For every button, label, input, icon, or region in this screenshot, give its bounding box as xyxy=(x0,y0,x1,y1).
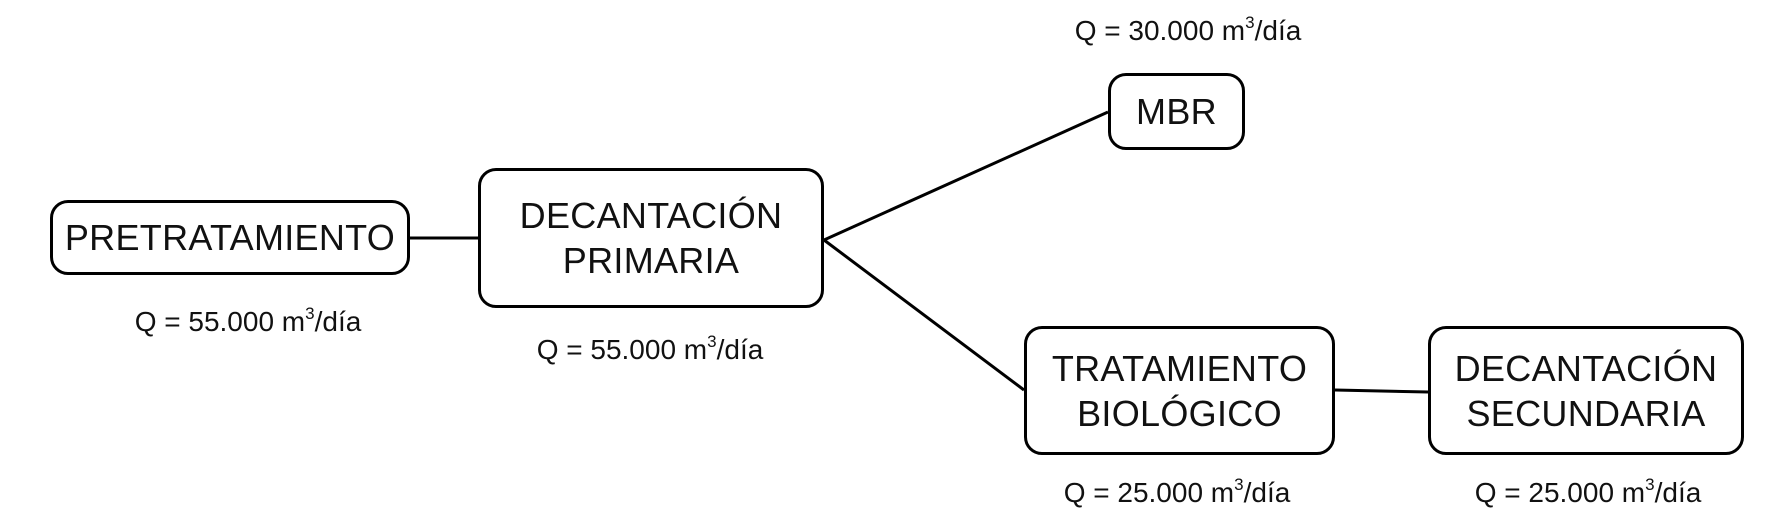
flow-label-decantacion-secundaria-prefix: Q = 25.000 m xyxy=(1474,477,1646,508)
node-pretratamiento-line-1: PRETRATAMIENTO xyxy=(64,217,396,258)
node-decantacion-primaria-line-2: PRIMARIA xyxy=(562,240,740,281)
flow-label-pretratamiento-prefix: Q = 55.000 m xyxy=(134,306,306,337)
connector-tratamiento-biologico-to-decantacion-secundaria xyxy=(1334,388,1429,394)
node-decantacion-secundaria-line-2: SECUNDARIA xyxy=(1466,392,1706,434)
flow-label-mbr: Q = 30.000 m3/día xyxy=(1074,12,1302,47)
flow-label-decantacion-primaria-suffix: /día xyxy=(716,334,764,365)
flow-label-decantacion-secundaria-suffix: /día xyxy=(1654,477,1702,508)
node-decantacion-secundaria: DECANTACIÓN SECUNDARIA xyxy=(1428,326,1744,455)
flow-label-decantacion-secundaria: Q = 25.000 m3/día xyxy=(1474,474,1702,509)
node-decantacion-primaria: DECANTACIÓN PRIMARIA xyxy=(478,168,824,308)
flow-label-decantacion-primaria: Q = 55.000 m3/día xyxy=(536,331,764,366)
flow-label-decantacion-primaria-prefix: Q = 55.000 m xyxy=(536,334,708,365)
flow-label-tratamiento-biologico-suffix: /día xyxy=(1243,477,1291,508)
flow-label-pretratamiento-exponent: 3 xyxy=(305,303,315,323)
flow-label-mbr-suffix: /día xyxy=(1254,15,1302,46)
flow-label-decantacion-primaria-exponent: 3 xyxy=(707,331,717,351)
flow-label-pretratamiento-suffix: /día xyxy=(314,306,362,337)
node-tratamiento-biologico-line-1: TRATAMIENTO xyxy=(1051,347,1308,389)
node-mbr: MBR xyxy=(1108,73,1245,150)
connector-decantacion-primaria-to-mbr xyxy=(823,110,1109,242)
node-pretratamiento: PRETRATAMIENTO xyxy=(50,200,410,275)
flow-label-tratamiento-biologico: Q = 25.000 m3/día xyxy=(1063,474,1291,509)
node-decantacion-secundaria-line-1: DECANTACIÓN xyxy=(1454,347,1718,389)
node-tratamiento-biologico: TRATAMIENTO BIOLÓGICO xyxy=(1024,326,1335,455)
node-tratamiento-biologico-line-2: BIOLÓGICO xyxy=(1077,392,1282,434)
flow-label-pretratamiento: Q = 55.000 m3/día xyxy=(134,303,362,338)
node-decantacion-primaria-line-1: DECANTACIÓN xyxy=(519,195,783,236)
node-mbr-line-1: MBR xyxy=(1136,91,1217,132)
flow-label-tratamiento-biologico-exponent: 3 xyxy=(1234,474,1244,494)
flow-label-tratamiento-biologico-prefix: Q = 25.000 m xyxy=(1063,477,1235,508)
connector-decantacion-primaria-to-tratamiento-biologico xyxy=(823,238,1025,392)
flow-label-mbr-prefix: Q = 30.000 m xyxy=(1074,15,1246,46)
flow-label-mbr-exponent: 3 xyxy=(1245,12,1255,32)
flow-label-decantacion-secundaria-exponent: 3 xyxy=(1645,474,1655,494)
